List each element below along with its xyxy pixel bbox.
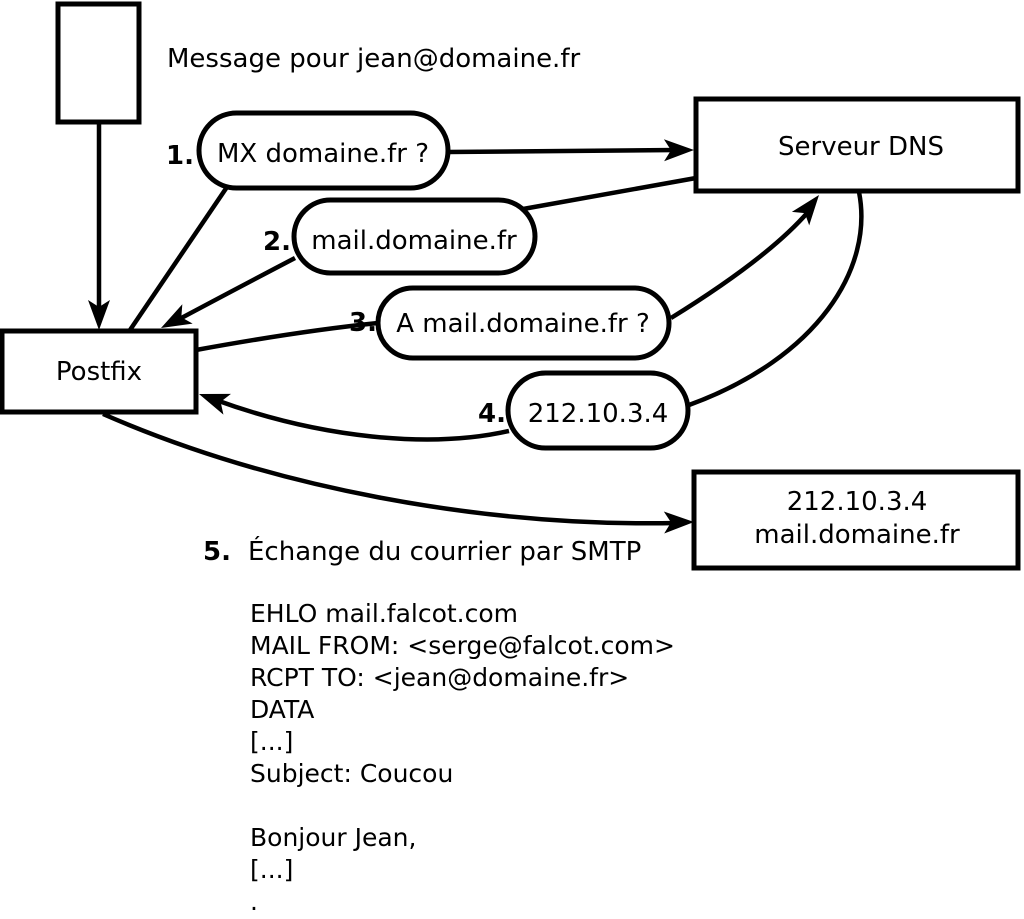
line-dns-to-a-answer [688,191,864,408]
arrowhead-mx-query-to-dns [663,139,694,162]
dns-server-label: Serveur DNS [778,132,944,162]
smtp-line-data: DATA [250,695,314,724]
line-postfix-to-a-query [195,320,379,353]
dns-server-box [693,96,1021,194]
bubble-mx-answer [291,197,538,276]
arrowhead-a-query-to-dns [791,195,819,226]
line-dns-to-mx-answer [522,175,697,212]
step-2-label: mail.domaine.fr [311,226,517,256]
arrowhead-a-answer-to-postfix [199,393,231,415]
step-3-number: 3. [349,308,377,338]
step-3-label: A mail.domaine.fr ? [396,309,650,339]
step-4-number: 4. [478,399,506,429]
smtp-line-greeting: Bonjour Jean, [250,823,416,852]
smtp-line-mail-from: MAIL FROM: <serge@falcot.com> [250,631,675,660]
smtp-line-end-dot: . [250,887,258,916]
message-box [55,1,142,125]
arrow-a-query-to-dns [669,210,810,320]
smtp-line-ellipsis-2: [...] [250,855,293,884]
smtp-line-rcpt-to: RCPT TO: <jean@domaine.fr> [250,663,629,692]
smtp-line-ehlo: EHLO mail.falcot.com [250,599,518,628]
arrow-mx-answer-to-postfix [170,256,297,325]
smtp-line-subject: Subject: Coucou [250,759,453,788]
arrowhead-postfix-to-mail-server [663,511,694,534]
arrowhead-mx-answer-to-postfix [161,304,193,328]
bubble-a-answer [505,370,691,451]
arrow-a-answer-to-postfix [215,397,510,442]
postfix-box [0,328,199,415]
postfix-label: Postfix [56,357,142,387]
step-5-number: 5. [203,537,231,567]
arrowhead-message-to-postfix [88,300,110,330]
step-1-number: 1. [166,141,194,171]
arrow-postfix-to-mail-server [102,411,677,526]
mail-server-box [691,469,1021,571]
diagram-title: Message pour jean@domaine.fr [167,44,580,74]
step-5-label: Échange du courrier par SMTP [248,535,641,567]
step-4-label: 212.10.3.4 [528,399,669,429]
line-postfix-to-mx-query [128,185,229,332]
mail-server-host-label: mail.domaine.fr [754,520,960,550]
step-1-label: MX domaine.fr ? [217,139,429,169]
step-2-number: 2. [263,227,291,257]
mail-server-ip-label: 212.10.3.4 [787,487,928,517]
arrow-mx-query-to-dns [447,147,678,155]
smtp-line-ellipsis-1: [...] [250,727,293,756]
